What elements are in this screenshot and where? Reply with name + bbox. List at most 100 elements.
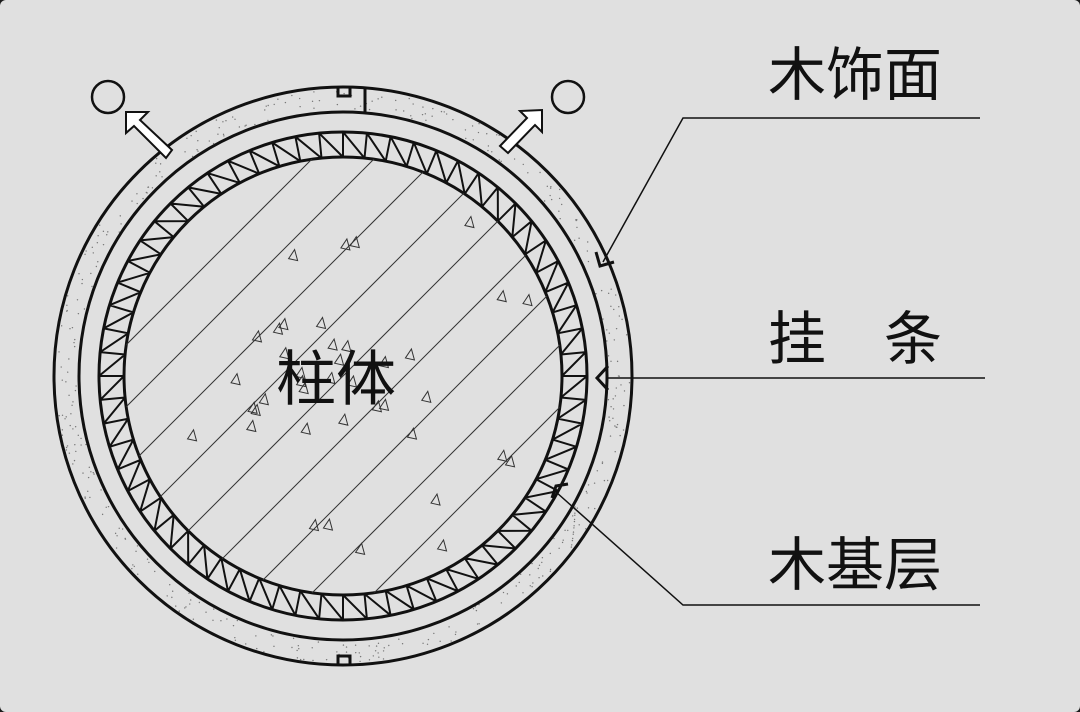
- aggregate-triangle: [354, 542, 366, 556]
- veneer-speckle-dot: [61, 414, 64, 416]
- veneer-speckle-dot: [67, 371, 69, 373]
- veneer-speckle-dot: [496, 134, 498, 136]
- veneer-speckle-dot: [606, 340, 608, 342]
- hatch-line: [228, 157, 562, 595]
- veneer-speckle-dot: [159, 171, 161, 173]
- veneer-speckle-dot: [188, 592, 190, 595]
- veneer-speckle-dot: [615, 387, 617, 389]
- veneer-speckle-dot: [513, 158, 516, 160]
- veneer-speckle-dot: [95, 265, 98, 268]
- veneer-speckle-dot: [72, 463, 74, 465]
- veneer-speckle-dot: [66, 295, 69, 297]
- veneer-speckle-dot: [74, 338, 76, 341]
- veneer-speckle-dot: [77, 312, 80, 315]
- veneer-speckle-dot: [371, 100, 373, 102]
- veneer-speckle-dot: [518, 581, 520, 584]
- veneer-speckle-dot: [374, 650, 377, 652]
- veneer-speckle-dot: [541, 561, 543, 564]
- veneer-speckle-dot: [450, 640, 452, 642]
- veneer-speckle-dot: [500, 160, 502, 163]
- veneer-speckle-dot: [454, 633, 457, 636]
- veneer-speckle-dot: [220, 620, 222, 622]
- veneer-speckle-dot: [615, 327, 618, 330]
- veneer-speckle-dot: [116, 535, 118, 537]
- veneer-speckle-dot: [585, 490, 588, 493]
- veneer-speckle-dot: [610, 360, 612, 363]
- veneer-speckle-dot: [491, 151, 493, 153]
- veneer-speckle-dot: [137, 573, 139, 575]
- veneer-speckle-dot: [273, 645, 275, 648]
- veneer-speckle-dot: [231, 116, 234, 118]
- veneer-speckle-dot: [567, 529, 569, 532]
- veneer-speckle-dot: [299, 105, 301, 108]
- veneer-speckle-dot: [522, 592, 524, 594]
- veneer-speckle-dot: [549, 552, 551, 555]
- veneer-speckle-dot: [65, 416, 67, 418]
- veneer-speckle-dot: [159, 163, 162, 165]
- veneer-speckle-dot: [132, 564, 134, 566]
- veneer-speckle-dot: [267, 104, 269, 107]
- veneer-speckle-dot: [570, 546, 573, 548]
- wood-base-truss: [98, 131, 588, 621]
- veneer-speckle-dot: [184, 151, 186, 153]
- veneer-speckle-dot: [571, 539, 574, 542]
- veneer-speckle-dot: [587, 507, 590, 509]
- veneer-speckle-dot: [576, 507, 579, 509]
- veneer-speckle-dot: [478, 122, 480, 125]
- veneer-speckle-dot: [120, 223, 122, 225]
- veneer-speckle-dot: [325, 658, 328, 661]
- veneer-speckle-dot: [118, 527, 120, 529]
- veneer-speckle-dot: [614, 425, 616, 427]
- bottom-joint: [336, 654, 352, 664]
- veneer-speckle-dot: [617, 375, 620, 377]
- veneer-speckle-dot: [395, 109, 397, 111]
- veneer-speckle-dot: [151, 187, 154, 189]
- veneer-speckle-dot: [75, 385, 77, 387]
- veneer-speckle-dot: [254, 123, 256, 126]
- veneer-speckle-dot: [218, 127, 220, 129]
- veneer-speckle-dot: [612, 408, 615, 410]
- veneer-speckle-dot: [98, 224, 101, 226]
- aggregate-triangle: [346, 374, 358, 388]
- aggregate-triangle: [258, 392, 270, 406]
- veneer-speckle-dot: [410, 115, 412, 117]
- arrow-2-icon: [498, 108, 543, 155]
- veneer-speckle-dot: [336, 651, 338, 653]
- veneer-speckle-dot: [343, 92, 345, 95]
- veneer-speckle-dot: [313, 107, 315, 109]
- veneer-speckle-dot: [623, 404, 625, 407]
- aggregate-triangle: [230, 372, 241, 386]
- veneer-speckle-dot: [529, 574, 531, 576]
- veneer-speckle-dot: [85, 443, 87, 446]
- veneer-speckle-dot: [576, 226, 578, 229]
- veneer-speckle-dot: [593, 482, 596, 484]
- veneer-speckle-dot: [542, 575, 544, 577]
- base-mark: [550, 482, 569, 499]
- veneer-speckle-dot: [131, 200, 133, 202]
- veneer-speckle-dot: [76, 299, 79, 301]
- veneer-speckle-dot: [345, 646, 348, 648]
- veneer-speckle-dot: [217, 133, 219, 135]
- veneer-speckle-dot: [422, 642, 424, 644]
- veneer-speckle-dot: [65, 381, 67, 383]
- veneer-speckle-dot: [72, 428, 74, 430]
- veneer-speckle-dot: [618, 315, 621, 317]
- hatch-line: [124, 157, 396, 595]
- veneer-speckle-dot: [93, 473, 95, 475]
- veneer-speckle-dot: [448, 626, 450, 628]
- veneer-speckle-dot: [61, 379, 63, 381]
- veneer-speckle-dot: [73, 345, 76, 348]
- veneer-speckle-dot: [263, 651, 265, 653]
- veneer-speckle-dot: [587, 241, 589, 243]
- veneer-speckle-dot: [558, 547, 560, 550]
- veneer-speckle-dot: [66, 304, 68, 306]
- arrow-1-icon: [125, 111, 174, 160]
- veneer-speckle-dot: [571, 537, 574, 540]
- aggregate-triangle: [430, 492, 441, 506]
- veneer-speckle-dot: [553, 537, 555, 540]
- veneer-speckle-dot: [213, 608, 215, 610]
- veneer-speckle-dot: [71, 326, 74, 329]
- aggregate-triangle: [272, 322, 284, 335]
- veneer-speckle-dot: [84, 496, 86, 498]
- veneer-speckle-dot: [576, 219, 578, 221]
